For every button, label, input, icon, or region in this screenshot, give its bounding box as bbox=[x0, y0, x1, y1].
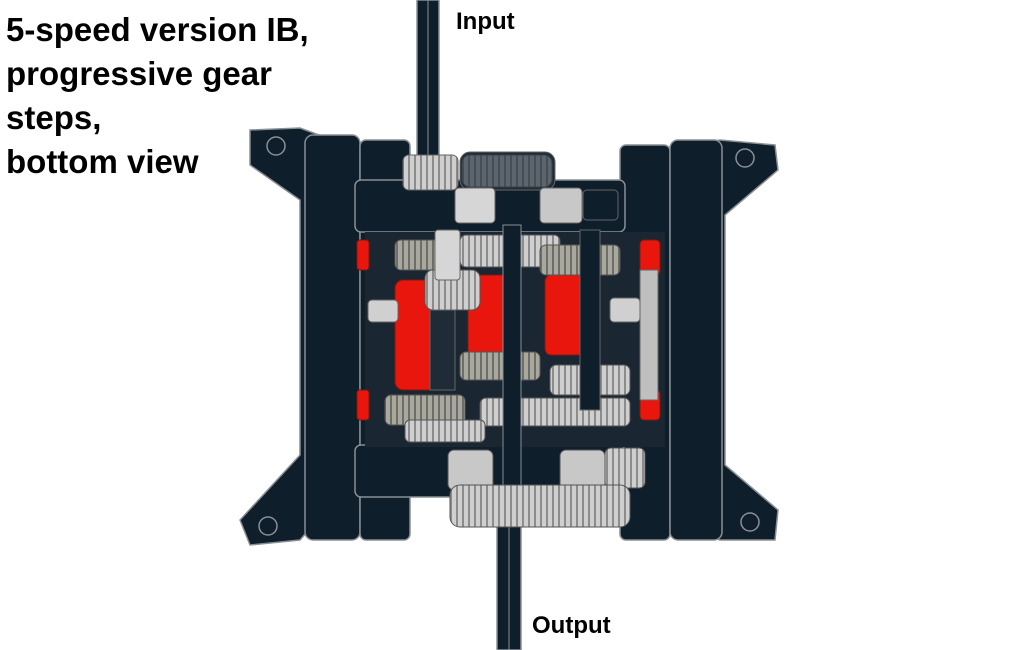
input-axle bbox=[416, 0, 440, 176]
title-line-3: steps, bbox=[6, 99, 102, 136]
top-gears bbox=[402, 151, 619, 224]
diagram-title: 5-speed version IB, progressive gear ste… bbox=[6, 8, 309, 184]
title-line-1: 5-speed version IB, bbox=[6, 11, 309, 48]
output-label: Output bbox=[532, 612, 611, 639]
output-axle bbox=[496, 519, 522, 650]
internal-axles bbox=[367, 224, 659, 526]
bottom-gears bbox=[447, 447, 646, 528]
input-label: Input bbox=[456, 8, 515, 35]
title-line-2: progressive gear bbox=[6, 55, 272, 92]
title-line-4: bottom view bbox=[6, 143, 199, 180]
